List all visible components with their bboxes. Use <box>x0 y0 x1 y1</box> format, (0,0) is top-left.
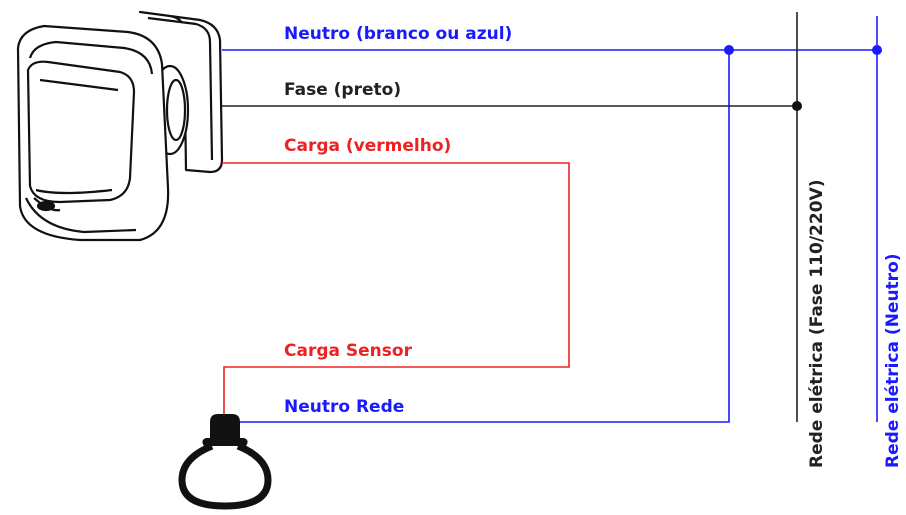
phase-wire <box>222 12 798 422</box>
light-bulb-icon <box>178 414 272 510</box>
label-neutro: Neutro (branco ou azul) <box>284 24 512 44</box>
label-rede-fase: Rede elétrica (Fase 110/220V) <box>807 180 827 468</box>
label-neutro-rede: Neutro Rede <box>284 397 404 417</box>
load-wire <box>222 162 570 418</box>
junction-dot-neutral-2 <box>872 45 882 55</box>
junction-dot-phase <box>792 101 802 111</box>
neutral-wire <box>222 16 878 423</box>
junction-dot-neutral-1 <box>724 45 734 55</box>
label-carga: Carga (vermelho) <box>284 136 451 156</box>
motion-sensor-icon <box>16 10 224 242</box>
label-rede-neutro: Rede elétrica (Neutro) <box>883 253 903 468</box>
label-carga-sensor: Carga Sensor <box>284 341 413 361</box>
label-fase: Fase (preto) <box>284 80 401 100</box>
